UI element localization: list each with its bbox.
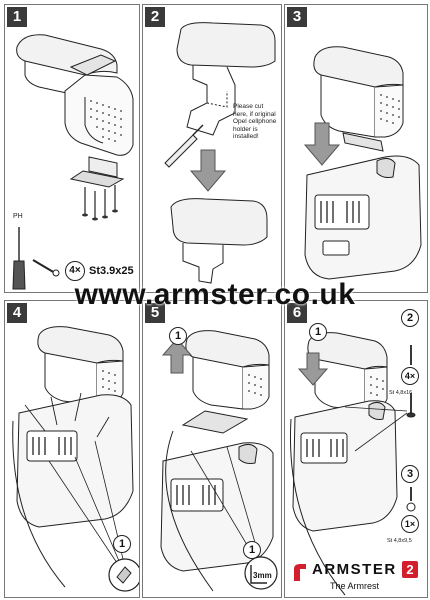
step-5-number: 5 bbox=[145, 303, 165, 323]
step-5-clip-badge: 1 bbox=[243, 541, 261, 559]
step-2-panel: 2 Please cut here, if original Opel cell… bbox=[142, 4, 282, 293]
screw-b-spec: St 4,8x9,5 bbox=[387, 538, 412, 544]
step-6-number: 6 bbox=[287, 303, 307, 323]
brand-model-badge: 2 bbox=[402, 561, 418, 578]
screw-a-spec: St 4,8x16 bbox=[389, 390, 413, 396]
step-3-number: 3 bbox=[287, 7, 307, 27]
screw-a-step-badge: 2 bbox=[401, 309, 419, 327]
brand-name: ARMSTER bbox=[312, 561, 397, 578]
step-1-panel: 1 bbox=[4, 4, 140, 293]
step-4-detail-badge: 1 bbox=[113, 535, 131, 553]
armster-logo-icon bbox=[294, 564, 306, 581]
step-5-dimension: 3mm bbox=[253, 571, 272, 580]
screw-b-step-badge: 3 bbox=[401, 465, 419, 483]
cut-note: Please cut here, if original Opel cellph… bbox=[233, 103, 277, 140]
step-2-illustration bbox=[164, 22, 276, 284]
step-1-number: 1 bbox=[7, 7, 27, 27]
step-6-panel: 6 bbox=[284, 300, 428, 598]
website-url[interactable]: www.armster.co.uk bbox=[74, 278, 356, 311]
brand-tagline: The Armrest bbox=[330, 581, 380, 591]
screw-a-qty: 4× bbox=[401, 367, 419, 385]
step-3-illustration bbox=[303, 46, 422, 280]
step-1-screw-qty: 4× bbox=[65, 261, 85, 281]
step-1-illustration bbox=[12, 34, 134, 290]
step-4-number: 4 bbox=[7, 303, 27, 323]
step-5-detail-badge: 1 bbox=[169, 327, 187, 345]
step-5-panel: 5 1 1 3mm bbox=[142, 300, 282, 598]
step-3-panel: 3 bbox=[284, 4, 428, 293]
step-5-illustration bbox=[160, 330, 278, 592]
step-6-detail-badge: 1 bbox=[309, 323, 327, 341]
armster-logo: ARMSTER 2 The Armrest bbox=[290, 557, 424, 595]
screw-b-qty: 1× bbox=[401, 515, 419, 533]
step-6-illustration bbox=[289, 332, 416, 596]
step-4-illustration bbox=[12, 326, 139, 592]
step-2-number: 2 bbox=[145, 7, 165, 27]
screwdriver-type-label: PH bbox=[13, 213, 23, 220]
step-1-screw-spec: St3.9x25 bbox=[89, 265, 134, 277]
step-4-panel: 4 1 bbox=[4, 300, 140, 598]
